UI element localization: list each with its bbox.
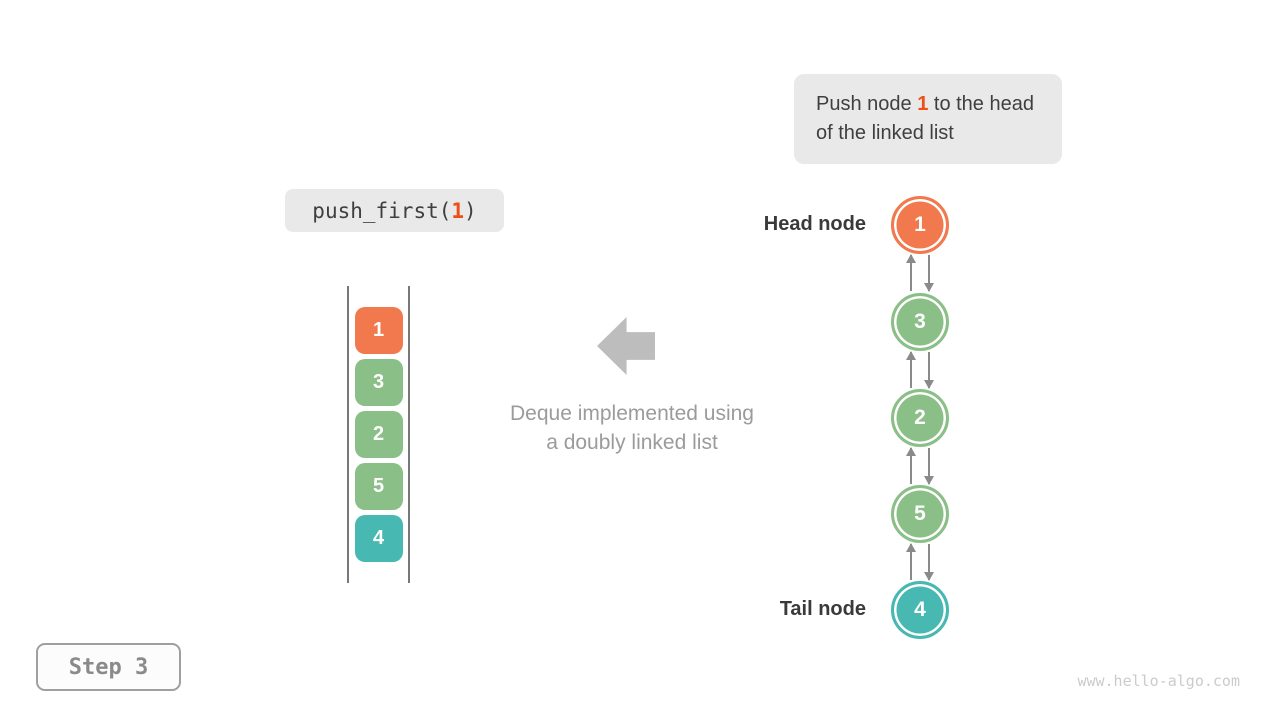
deque-item: 2 bbox=[354, 411, 403, 458]
instruction-text-suffix: to the head of the linked list bbox=[816, 93, 1034, 144]
instruction-box: Push node 1 to the head of the linked li… bbox=[794, 74, 1062, 164]
annotation-line-1: Deque implemented using bbox=[510, 402, 754, 425]
code-arg-value: 1 bbox=[451, 198, 465, 223]
up-arrow-icon bbox=[905, 543, 916, 580]
deque-right-wall bbox=[408, 286, 410, 583]
left-block-arrow-icon bbox=[597, 317, 655, 375]
tail-node-label: Tail node bbox=[779, 598, 866, 620]
linked-list-node: 2 bbox=[891, 389, 949, 447]
step-badge: Step 3 bbox=[36, 643, 181, 691]
deque-left-wall bbox=[347, 286, 349, 583]
up-arrow-icon bbox=[905, 447, 916, 484]
linked-list-node: 3 bbox=[891, 293, 949, 351]
deque-item: 1 bbox=[354, 307, 403, 354]
deque-item: 5 bbox=[354, 463, 403, 510]
deque-item: 3 bbox=[354, 359, 403, 406]
annotation-line-2: a doubly linked list bbox=[546, 431, 718, 454]
bidirectional-arrow bbox=[905, 447, 935, 485]
linked-list-node: 5 bbox=[891, 485, 949, 543]
watermark-text: www.hello-algo.com bbox=[1077, 672, 1240, 690]
code-box: push_first(1) bbox=[285, 189, 504, 232]
instruction-highlight-value: 1 bbox=[917, 93, 929, 115]
bidirectional-arrow bbox=[905, 351, 935, 389]
bidirectional-arrow bbox=[905, 543, 935, 581]
code-text-suffix: ) bbox=[464, 198, 477, 223]
instruction-text-prefix: Push node bbox=[816, 93, 918, 115]
down-arrow-icon bbox=[923, 352, 934, 389]
deque-items: 1 3 2 5 4 bbox=[347, 307, 410, 562]
linked-list-node: 4 bbox=[891, 581, 949, 639]
bidirectional-arrow bbox=[905, 254, 935, 292]
linked-list-node: 1 bbox=[891, 196, 949, 254]
head-node-label: Head node bbox=[763, 213, 866, 235]
up-arrow-icon bbox=[905, 351, 916, 388]
down-arrow-icon bbox=[923, 448, 934, 485]
deque-item: 4 bbox=[354, 515, 403, 562]
down-arrow-icon bbox=[923, 255, 934, 292]
down-arrow-icon bbox=[923, 544, 934, 581]
code-text-prefix: push_first( bbox=[312, 198, 452, 223]
up-arrow-icon bbox=[905, 254, 916, 291]
deque-annotation: Deque implemented using a doubly linked … bbox=[457, 399, 807, 457]
deque-visual: 1 3 2 5 4 bbox=[347, 286, 410, 583]
